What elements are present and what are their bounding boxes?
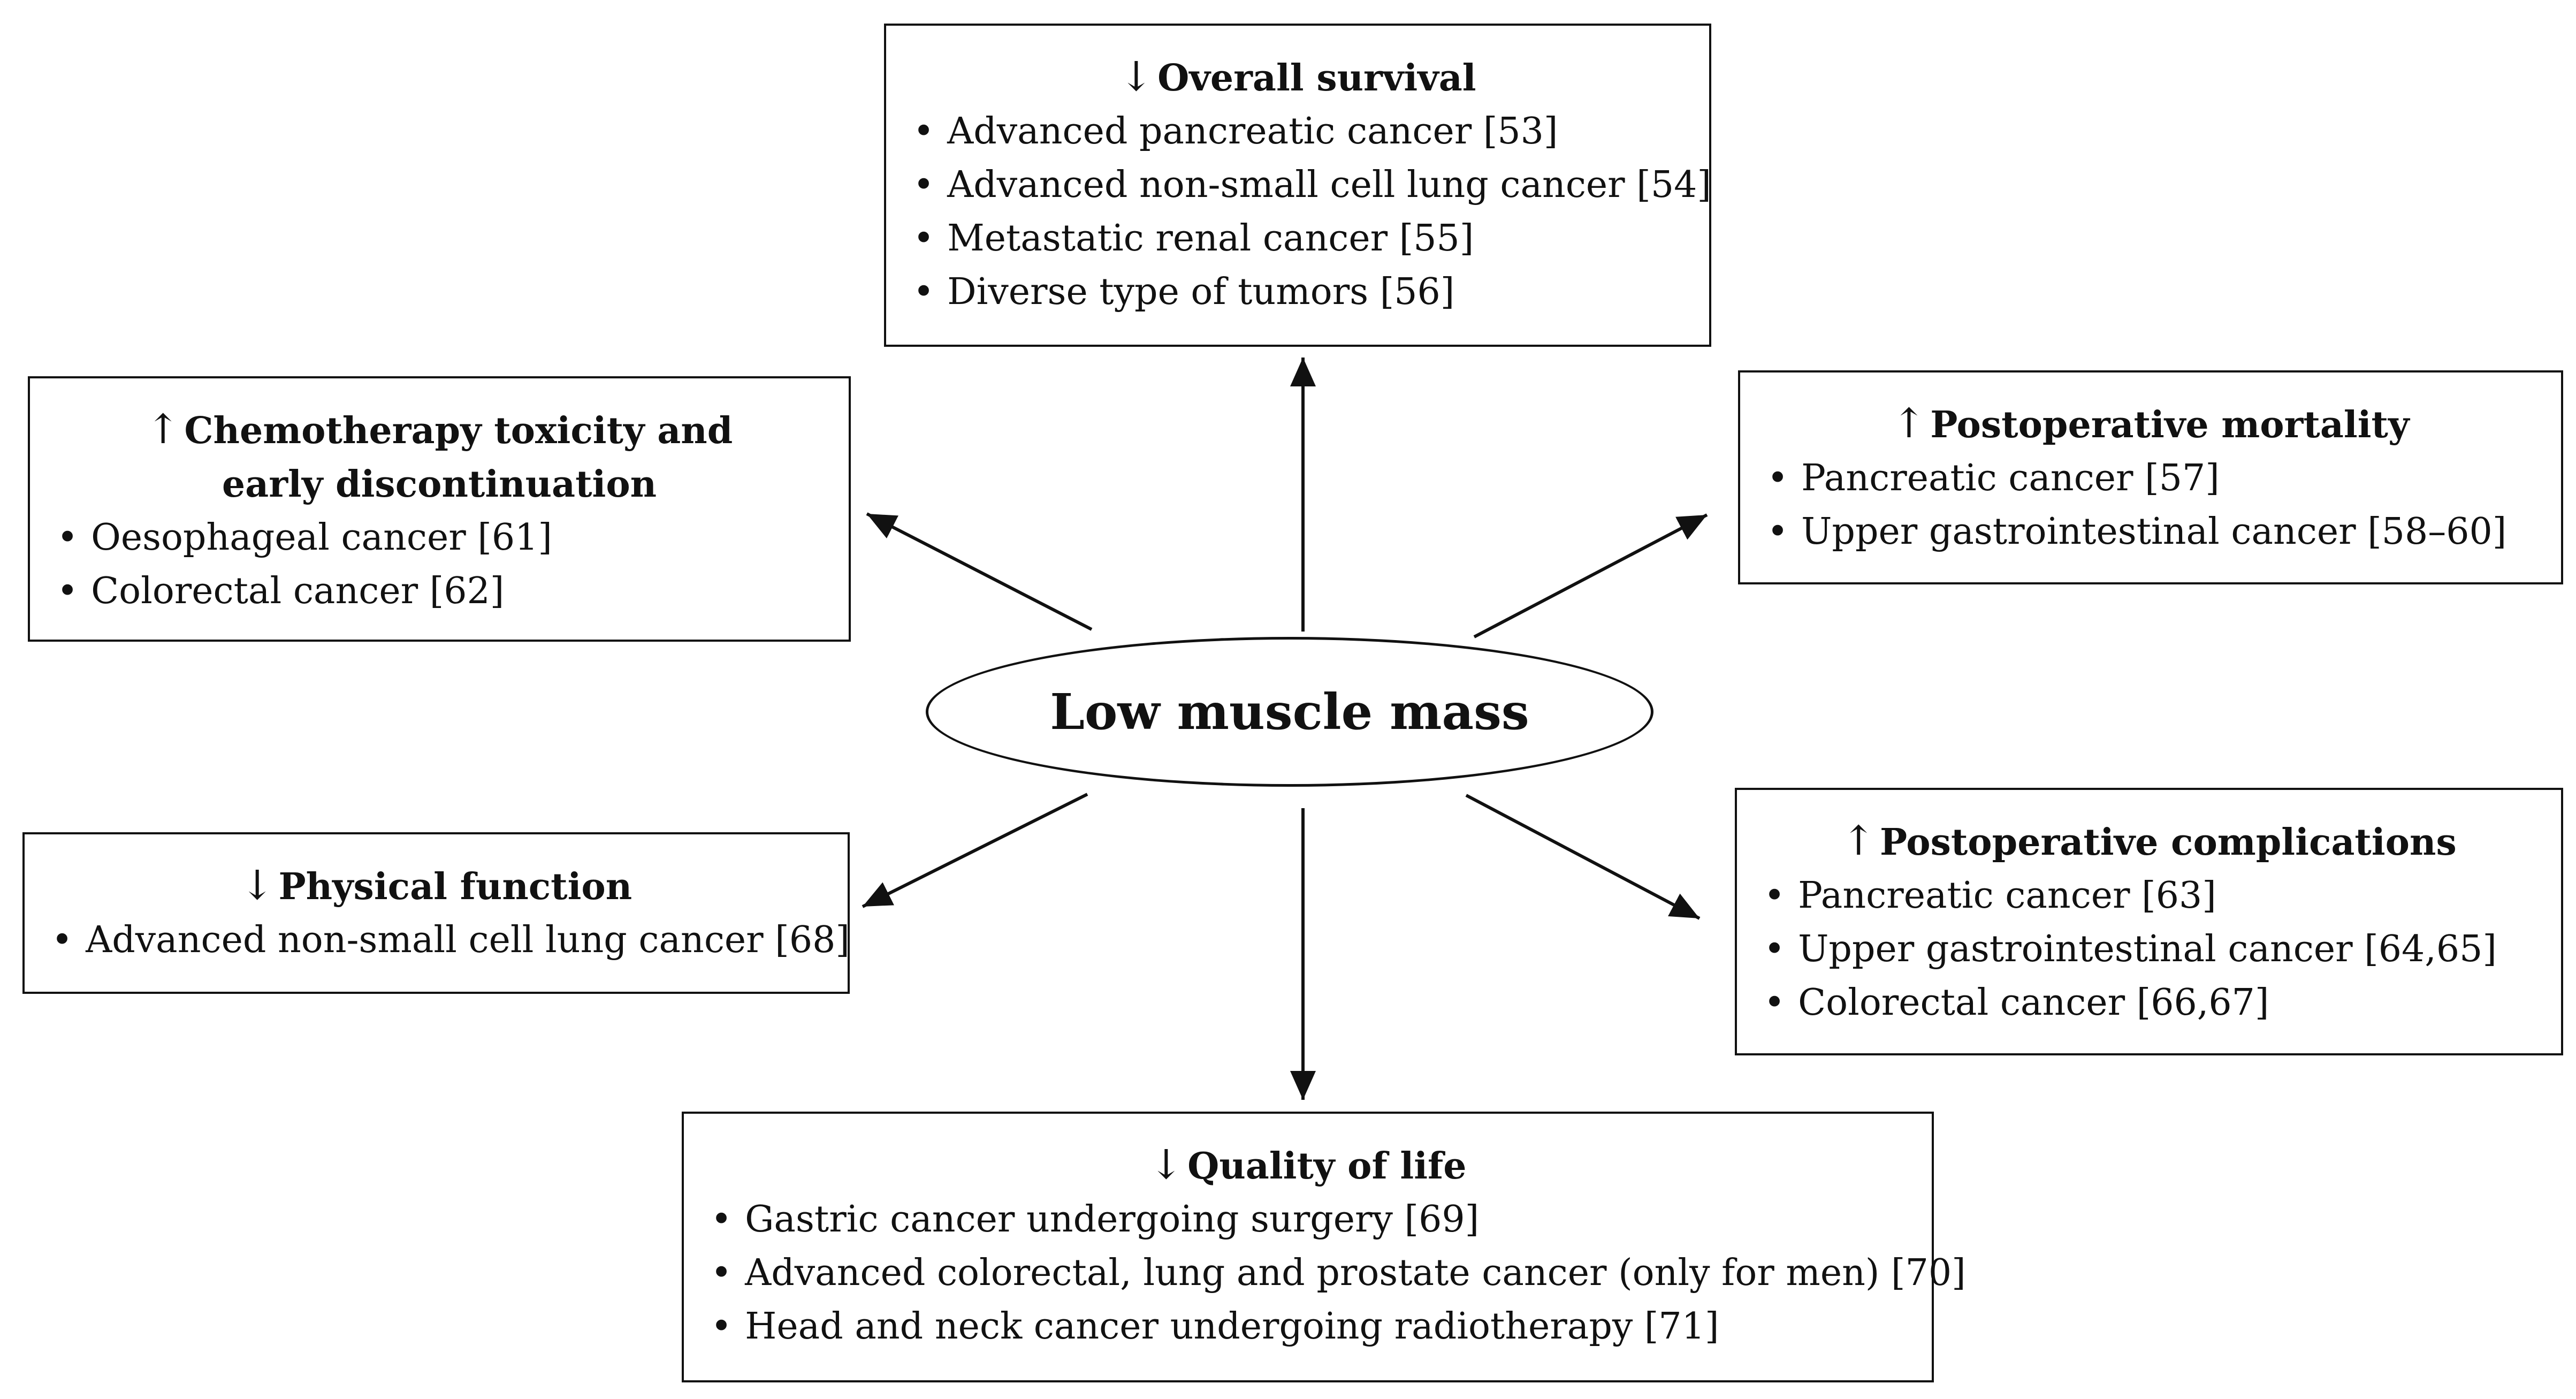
quality-of-life-title-text: Quality of life: [1187, 1145, 1467, 1188]
bullet-icon: •: [711, 1198, 733, 1241]
list-item-text: Advanced colorectal, lung and prostate c…: [745, 1252, 1966, 1294]
arrow-to-postop-mortality: [1473, 513, 1708, 638]
list-item-text: Pancreatic cancer [63]: [1798, 875, 2216, 917]
bullet-icon: •: [913, 271, 935, 313]
list-item-text: Diverse type of tumors [56]: [947, 271, 1455, 313]
chemo-toxicity-title-line1: ↑Chemotherapy toxicity and: [57, 402, 822, 458]
list-item: • Oesophageal cancer [61]: [57, 511, 822, 565]
bullet-icon: •: [913, 110, 935, 153]
list-item: • Pancreatic cancer [57]: [1767, 452, 2534, 505]
list-item-text: Advanced non-small cell lung cancer [68]: [86, 919, 850, 961]
postop-mortality-list: • Pancreatic cancer [57] • Upper gastroint…: [1767, 452, 2534, 559]
physical-function-list: • Advanced non-small cell lung cancer [68…: [51, 914, 850, 967]
arrow-to-postop-complications: [1465, 794, 1701, 920]
bullet-icon: •: [913, 164, 935, 206]
central-concept-ellipse: Low muscle mass: [926, 637, 1653, 787]
down-arrow-icon: ↓: [1119, 52, 1154, 100]
list-item: • Colorectal cancer [66,67]: [1764, 976, 2534, 1030]
arrow-to-physical-function: [862, 793, 1088, 908]
bullet-icon: •: [51, 919, 73, 961]
list-item-text: Metastatic renal cancer [55]: [947, 217, 1474, 260]
physical-function-title: ↓Physical function: [51, 858, 821, 914]
bullet-icon: •: [1764, 875, 1786, 917]
list-item: • Gastric cancer undergoing surgery [69]: [711, 1193, 1905, 1246]
overall-survival-box: ↓Overall survival • Advanced pancreatic c…: [884, 24, 1711, 347]
list-item: • Advanced non-small cell lung cancer [68…: [51, 914, 850, 967]
bullet-icon: •: [711, 1305, 733, 1348]
postop-complications-title: ↑Postoperative complications: [1764, 814, 2534, 869]
bullet-icon: •: [1764, 982, 1786, 1024]
postop-mortality-title: ↑Postoperative mortality: [1767, 397, 2534, 452]
postop-mortality-title-text: Postoperative mortality: [1930, 404, 2410, 446]
overall-survival-title: ↓Overall survival: [913, 50, 1682, 105]
list-item-text: Pancreatic cancer [57]: [1801, 457, 2220, 499]
up-arrow-icon: ↑: [1841, 817, 1876, 864]
list-item-text: Head and neck cancer undergoing radiothe…: [745, 1305, 1719, 1348]
down-arrow-icon: ↓: [1149, 1141, 1184, 1188]
chemo-toxicity-title: ↑Chemotherapy toxicity and early discont…: [57, 402, 822, 511]
quality-of-life-title: ↓Quality of life: [711, 1138, 1905, 1193]
list-item-text: Upper gastrointestinal cancer [64,65]: [1798, 928, 2497, 970]
up-arrow-icon: ↑: [1892, 399, 1926, 447]
physical-function-title-text: Physical function: [278, 865, 632, 908]
bullet-icon: •: [1767, 457, 1789, 499]
postop-mortality-box: ↑Postoperative mortality • Pancreatic can…: [1738, 370, 2563, 584]
overall-survival-title-text: Overall survival: [1157, 57, 1476, 100]
bullet-icon: •: [57, 516, 79, 559]
bullet-icon: •: [1767, 511, 1789, 553]
list-item-text: Oesophageal cancer [61]: [91, 516, 552, 559]
list-item-text: Advanced non-small cell lung cancer [54]: [947, 164, 1711, 206]
up-arrow-icon: ↑: [146, 405, 180, 453]
bullet-icon: •: [711, 1252, 733, 1294]
overall-survival-list: • Advanced pancreatic cancer [53] • Advanc…: [913, 105, 1711, 319]
down-arrow-icon: ↓: [240, 861, 275, 909]
chemo-toxicity-title-text1: Chemotherapy toxicity and: [184, 409, 733, 452]
list-item: • Head and neck cancer undergoing radioth…: [711, 1300, 1905, 1354]
arrow-to-chemo-toxicity: [866, 512, 1093, 631]
list-item: • Colorectal cancer [62]: [57, 565, 822, 618]
list-item-text: Upper gastrointestinal cancer [58–60]: [1801, 511, 2507, 553]
central-concept-label: Low muscle mass: [1050, 683, 1529, 741]
bullet-icon: •: [1764, 928, 1786, 970]
bullet-icon: •: [57, 570, 79, 612]
list-item: • Diverse type of tumors [56]: [913, 265, 1682, 319]
list-item: • Upper gastrointestinal cancer [64,65]: [1764, 923, 2534, 976]
list-item: • Pancreatic cancer [63]: [1764, 869, 2534, 923]
chemo-toxicity-title-line2: early discontinuation: [222, 463, 657, 506]
list-item: • Advanced pancreatic cancer [53]: [913, 105, 1682, 158]
list-item-text: Gastric cancer undergoing surgery [69]: [745, 1198, 1480, 1241]
postop-complications-box: ↑Postoperative complications • Pancreatic…: [1735, 788, 2563, 1055]
list-item: • Advanced colorectal, lung and prostate …: [711, 1246, 1966, 1300]
quality-of-life-list: •Gastric cancer undergoing surgery [69] …: [711, 1193, 1966, 1354]
list-item: • Upper gastrointestinal cancer [58–60]: [1767, 505, 2534, 559]
bullet-icon: •: [913, 217, 935, 260]
list-item-text: Advanced pancreatic cancer [53]: [947, 110, 1558, 153]
quality-of-life-box: ↓Quality of life • Gastric cancer undergo…: [682, 1112, 1966, 1382]
list-item: • Metastatic renal cancer [55]: [913, 212, 1682, 265]
list-item-text: Colorectal cancer [66,67]: [1798, 982, 2269, 1024]
list-item-text: Colorectal cancer [62]: [91, 570, 505, 612]
postop-complications-list: • Pancreatic cancer [63] • Upper gastroint…: [1764, 869, 2534, 1030]
postop-complications-title-text: Postoperative complications: [1879, 821, 2457, 864]
physical-function-box: ↓Physical function • Advanced non-small c…: [22, 832, 850, 994]
chemo-toxicity-list: • Oesophageal cancer [61] • Colorectal can…: [57, 511, 822, 618]
chemo-toxicity-box: ↑Chemotherapy toxicity and early discont…: [28, 376, 851, 642]
list-item: • Advanced non-small cell lung cancer [54…: [913, 158, 1711, 212]
